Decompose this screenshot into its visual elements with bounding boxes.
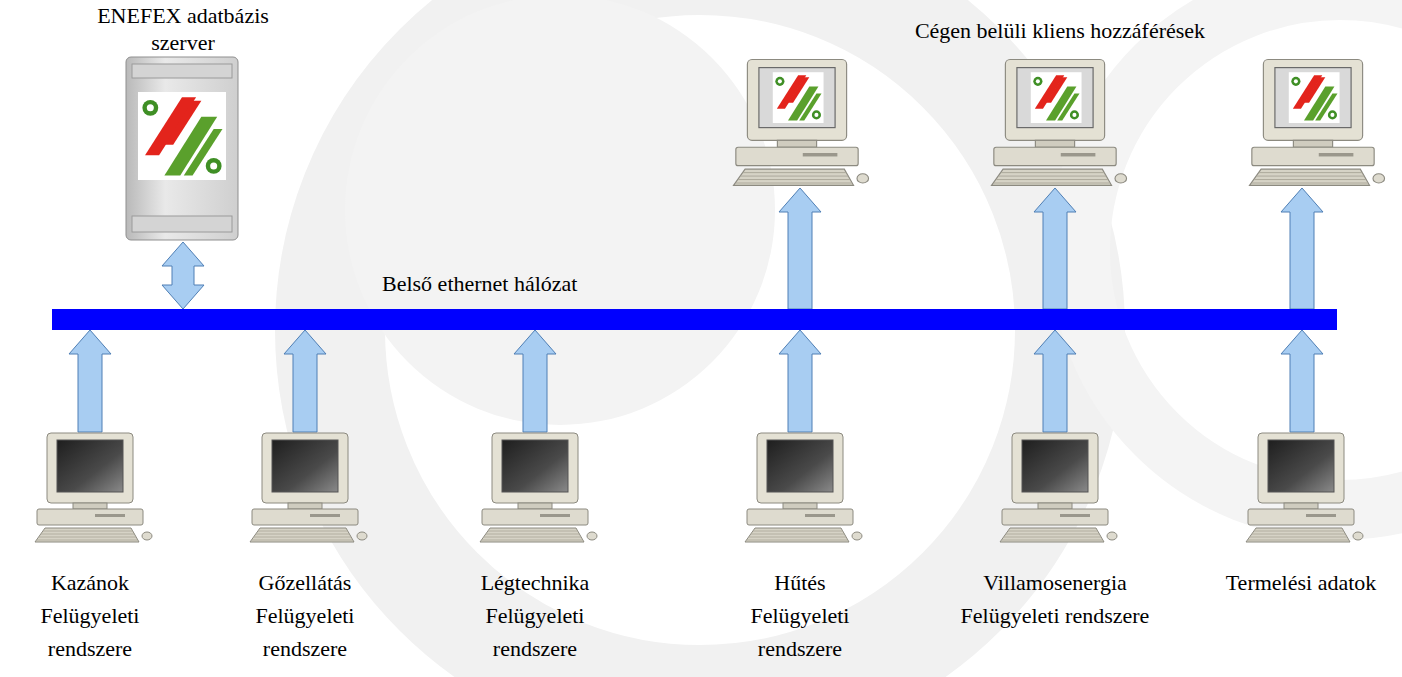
client-group: Cégen belüli kliens hozzáférések [722, 16, 1388, 188]
computer-icon [735, 432, 865, 544]
enefex-logo [1031, 72, 1082, 123]
computer-icon [980, 58, 1130, 188]
watermark-arc [1080, 0, 1402, 510]
computer-icon [1236, 432, 1366, 544]
node-label: Légtechnika Felügyeleti rendszere [460, 566, 610, 665]
workstation-node: Kazánok Felügyeleti rendszere [20, 432, 160, 665]
computer-icon [470, 432, 600, 544]
block-arrow [779, 330, 821, 432]
block-arrow [1281, 188, 1323, 309]
client-row [722, 58, 1388, 188]
computer-icon [1238, 58, 1388, 188]
node-label: Cégen belüli kliens hozzáférések [905, 16, 1205, 46]
block-arrow [1034, 330, 1076, 432]
workstation-node: Hűtés Felügyeleti rendszere [730, 432, 870, 665]
workstation-node: Légtechnika Felügyeleti rendszere [460, 432, 610, 665]
node-label: Belső ethernet hálózat [382, 268, 577, 300]
block-arrow [1281, 330, 1323, 432]
computer-icon [25, 432, 155, 544]
enefex-logo [773, 72, 824, 123]
watermark-ring [330, 0, 1070, 677]
node-label: ENEFEX adatbázis szerver [88, 2, 278, 56]
block-arrow [1034, 188, 1076, 309]
block-arrow [69, 330, 111, 432]
block-arrow [284, 330, 326, 432]
computer-icon [990, 432, 1120, 544]
block-arrow [514, 330, 556, 432]
block-arrow [162, 242, 204, 309]
workstation-node: Villamosenergia Felügyeleti rendszere [940, 432, 1170, 632]
node-label: Gőzellátás Felügyeleti rendszere [235, 566, 375, 665]
node-label: Kazánok Felügyeleti rendszere [20, 566, 160, 665]
computer-icon [240, 432, 370, 544]
server-tower [118, 56, 248, 242]
workstation-node: Gőzellátás Felügyeleti rendszere [235, 432, 375, 665]
watermark-disc [345, 0, 775, 425]
workstation-node: ENEFEX adatbázis szerver [88, 2, 278, 242]
computer-icon [722, 58, 872, 188]
enefex-logo [1289, 72, 1340, 123]
workstation-node: Termelési adatok [1205, 432, 1397, 599]
enefex-logo [138, 92, 226, 180]
network-bus: Belső ethernet hálózat [52, 268, 1337, 330]
node-label: Hűtés Felügyeleti rendszere [730, 566, 870, 665]
node-label: Villamosenergia Felügyeleti rendszere [940, 566, 1170, 632]
node-label: Termelési adatok [1205, 566, 1397, 599]
block-arrow [779, 188, 821, 309]
ethernet-band [52, 309, 1337, 330]
